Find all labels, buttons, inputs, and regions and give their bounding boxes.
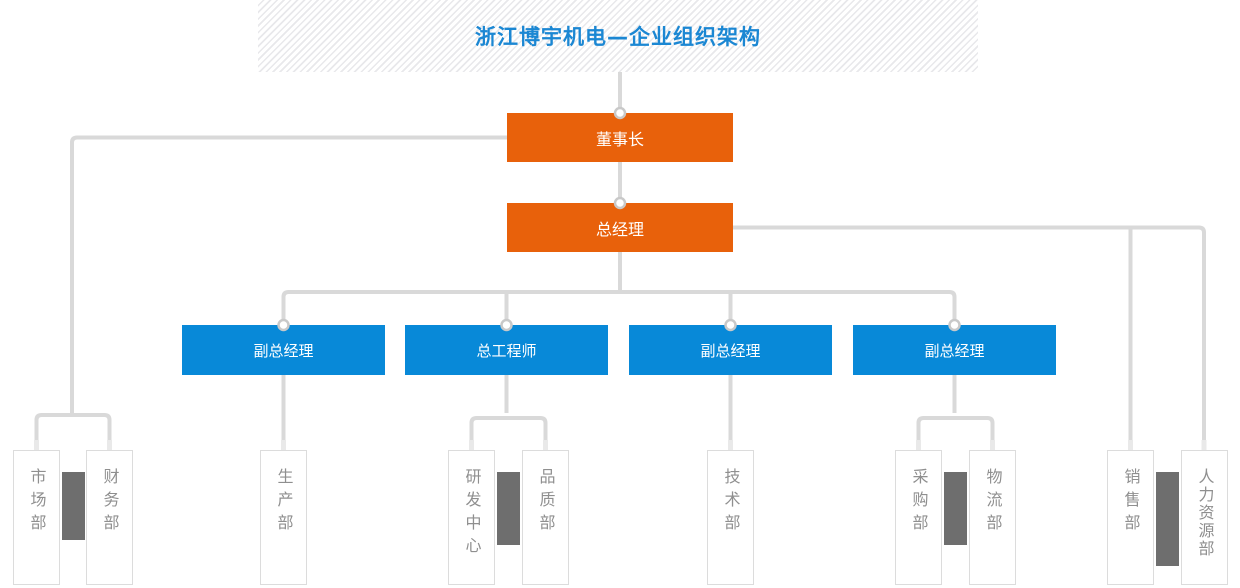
node-dept-sales: 销售部 bbox=[1107, 450, 1154, 585]
node-chairman-label: 董事长 bbox=[595, 129, 644, 149]
node-dept-quality-label: 品质部 bbox=[536, 468, 556, 537]
node-dept-technology: 技术部 bbox=[707, 450, 754, 585]
node-dept-finance-label: 财务部 bbox=[100, 468, 120, 537]
node-general-manager: 总经理 bbox=[507, 203, 733, 252]
divider-block-marketing-finance bbox=[62, 472, 85, 540]
divider-block-sales-hr bbox=[1156, 472, 1179, 566]
node-vp-right-label: 副总经理 bbox=[924, 341, 985, 360]
connector-endpoints bbox=[34, 440, 1207, 450]
node-dept-hr-label: 人力资源部 bbox=[1195, 468, 1215, 558]
node-vp-left: 副总经理 bbox=[182, 325, 385, 375]
node-dept-sales-label: 销售部 bbox=[1121, 468, 1141, 537]
node-vp-right: 副总经理 bbox=[853, 325, 1056, 375]
node-dept-hr: 人力资源部 bbox=[1181, 450, 1228, 585]
node-vp-mid-label: 副总经理 bbox=[700, 341, 761, 360]
node-dept-marketing: 市场部 bbox=[13, 450, 60, 585]
divider-block-purchasing-logistics bbox=[944, 472, 967, 545]
node-dept-rnd-center: 研发中心 bbox=[448, 450, 495, 585]
node-vp-mid: 副总经理 bbox=[629, 325, 832, 375]
node-dept-logistics-label: 物流部 bbox=[983, 468, 1003, 537]
node-dept-production: 生产部 bbox=[260, 450, 307, 585]
node-chief-engineer-label: 总工程师 bbox=[476, 341, 537, 360]
node-dept-marketing-label: 市场部 bbox=[27, 468, 47, 537]
node-dept-finance: 财务部 bbox=[86, 450, 133, 585]
node-chief-engineer: 总工程师 bbox=[405, 325, 608, 375]
divider-block-rnd-quality bbox=[497, 472, 520, 545]
node-vp-left-label: 副总经理 bbox=[253, 341, 314, 360]
node-dept-quality: 品质部 bbox=[522, 450, 569, 585]
node-dept-rnd-center-label: 研发中心 bbox=[462, 468, 482, 560]
node-dept-purchasing: 采购部 bbox=[895, 450, 942, 585]
node-general-manager-label: 总经理 bbox=[595, 219, 644, 239]
node-chairman: 董事长 bbox=[507, 113, 733, 162]
node-dept-purchasing-label: 采购部 bbox=[909, 468, 929, 537]
page-title: 浙江博宇机电—企业组织架构 bbox=[475, 25, 761, 49]
node-dept-technology-label: 技术部 bbox=[721, 468, 741, 537]
node-dept-production-label: 生产部 bbox=[274, 468, 294, 537]
node-dept-logistics: 物流部 bbox=[969, 450, 1016, 585]
title-banner: 浙江博宇机电—企业组织架构 bbox=[258, 0, 978, 72]
